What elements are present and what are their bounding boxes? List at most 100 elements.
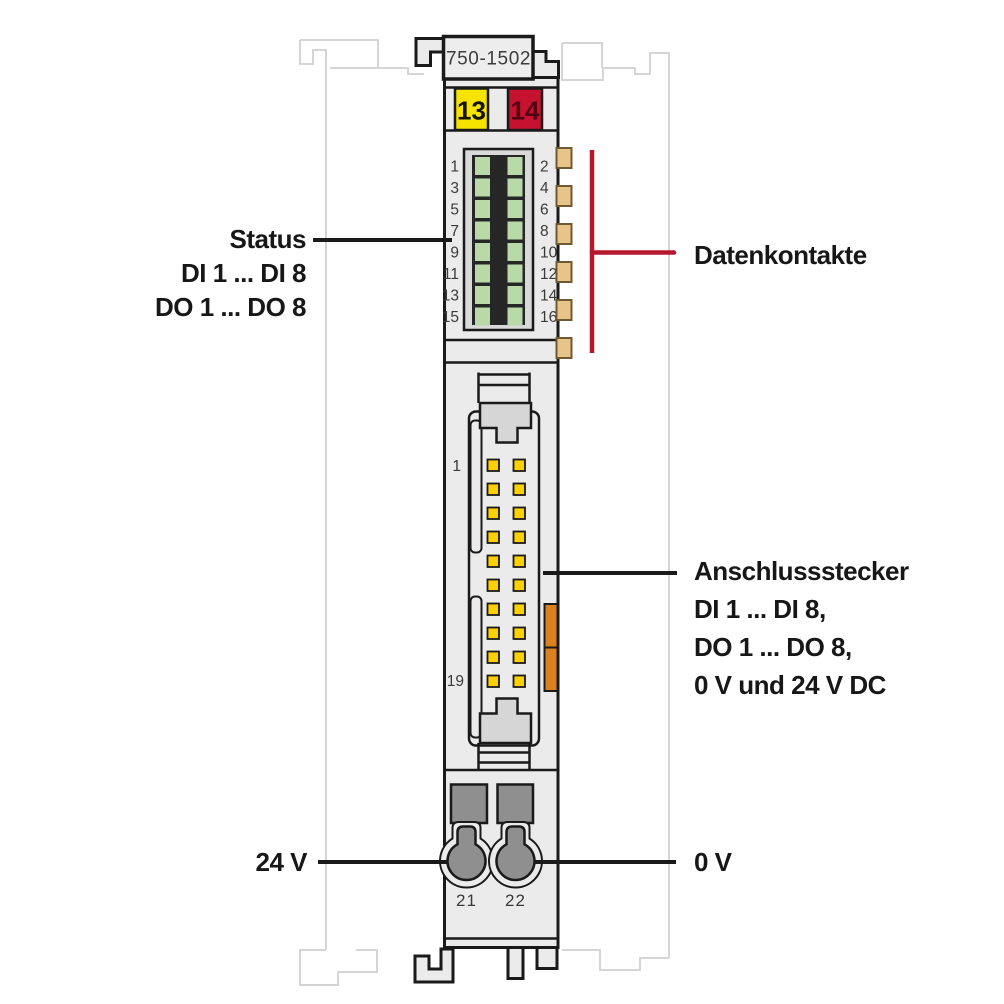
data-contact xyxy=(555,147,573,169)
pin xyxy=(486,650,500,664)
release-latch-orange xyxy=(543,646,559,692)
led-number: 16 xyxy=(540,309,557,326)
pin xyxy=(512,506,526,520)
connector-label-line2: DI 1 ... DI 8, xyxy=(694,594,826,624)
marker-13-block xyxy=(453,87,490,132)
led xyxy=(507,286,523,304)
io-module: 750-1502 13 14 xyxy=(318,34,676,984)
led-number: 15 xyxy=(442,309,459,326)
pin xyxy=(486,482,500,496)
wire-entry-right xyxy=(496,783,535,825)
data-contact xyxy=(555,337,573,359)
led-number: 8 xyxy=(540,223,549,240)
neighbor-left-top-outline xyxy=(330,67,424,75)
led xyxy=(475,178,490,197)
connector-latch-top xyxy=(478,401,533,444)
led-number: 6 xyxy=(540,202,549,219)
pin xyxy=(512,482,526,496)
terminal-number-21: 21 xyxy=(456,891,477,910)
marker-14-block xyxy=(506,87,544,132)
supply-0v-label: 0 V xyxy=(694,847,733,877)
pin xyxy=(512,458,526,472)
led xyxy=(475,243,490,261)
led-number: 5 xyxy=(450,202,459,219)
led-number: 11 xyxy=(443,266,459,283)
status-led-block: 1 3 5 7 9 11 13 15 2 4 6 8 10 12 14 16 xyxy=(442,147,558,332)
led xyxy=(475,307,490,326)
pin xyxy=(512,626,526,640)
order-number: 750-1502 xyxy=(446,49,531,70)
led xyxy=(475,200,490,218)
led-numbers-right: 2 4 6 8 10 12 14 16 xyxy=(540,159,558,327)
terminal-number-22: 22 xyxy=(505,891,526,910)
pin xyxy=(486,458,500,472)
connector-latch-bottom xyxy=(478,697,533,745)
led xyxy=(507,221,523,240)
pin xyxy=(512,578,526,592)
marker-blocks: 13 14 xyxy=(453,87,544,132)
annotations: Status DI 1 ... DI 8 DO 1 ... DO 8 Daten… xyxy=(155,150,909,877)
led xyxy=(475,221,490,240)
data-contact xyxy=(555,223,573,245)
pin xyxy=(486,602,500,616)
led-number: 13 xyxy=(442,288,459,305)
led-number: 7 xyxy=(450,223,459,240)
led-number: 3 xyxy=(450,180,459,197)
pin xyxy=(486,626,500,640)
marker-14-number: 14 xyxy=(511,96,540,126)
pin xyxy=(512,554,526,568)
module-foot-notch xyxy=(535,946,559,970)
data-contact xyxy=(555,261,573,283)
led xyxy=(507,243,523,261)
status-label-line2: DI 1 ... DI 8 xyxy=(181,258,306,288)
led-number: 4 xyxy=(540,180,549,197)
pin xyxy=(512,530,526,544)
led-number: 10 xyxy=(540,245,558,262)
led xyxy=(507,307,523,326)
connector-label-line3: DO 1 ... DO 8, xyxy=(694,632,852,662)
led-number: 2 xyxy=(540,159,549,176)
pin xyxy=(486,554,500,568)
led xyxy=(507,178,523,197)
connector-label-line4: 0 V und 24 V DC xyxy=(694,670,887,700)
led xyxy=(507,264,523,283)
led xyxy=(475,157,490,175)
power-terminals: 21 22 xyxy=(318,783,676,910)
module-top-right-hook xyxy=(531,50,560,79)
neighbor-right-rail-outline xyxy=(561,43,670,958)
terminal-keyhole-left xyxy=(446,825,487,882)
led-indicators xyxy=(475,157,523,326)
pin xyxy=(512,674,526,688)
connector-guide-slot xyxy=(469,419,483,554)
pin xyxy=(486,506,500,520)
pin xyxy=(512,602,526,616)
pin-number-first: 1 xyxy=(452,458,461,475)
led-number: 12 xyxy=(540,266,557,283)
led xyxy=(475,264,490,283)
data-contacts-bracket xyxy=(589,150,677,353)
module-top-left-hook xyxy=(414,37,446,67)
module-feet xyxy=(413,946,559,984)
terminal-keyhole-right xyxy=(495,825,536,882)
neighbor-module-outlines xyxy=(299,39,670,986)
connector-guide-slot xyxy=(469,595,483,739)
neighbor-right-bottom-outline xyxy=(562,949,669,971)
pin xyxy=(512,650,526,664)
connector-label-line1: Anschlussstecker xyxy=(694,556,909,586)
led-number: 1 xyxy=(450,159,459,176)
pin xyxy=(486,674,500,688)
neighbor-left-top-outline xyxy=(300,39,379,68)
pin xyxy=(486,530,500,544)
connector-block: 1 19 xyxy=(447,372,559,770)
neighbor-left-bottom-outline xyxy=(299,949,378,986)
status-label-line3: DO 1 ... DO 8 xyxy=(155,292,306,322)
order-number-plate xyxy=(441,34,535,81)
data-contact xyxy=(555,185,573,207)
pin xyxy=(486,578,500,592)
led xyxy=(507,157,523,175)
data-contact xyxy=(555,299,573,321)
data-contacts-label: Datenkontakte xyxy=(694,240,867,270)
pin-number-last: 19 xyxy=(447,673,464,690)
neighbor-left-rail-outline xyxy=(299,40,327,950)
